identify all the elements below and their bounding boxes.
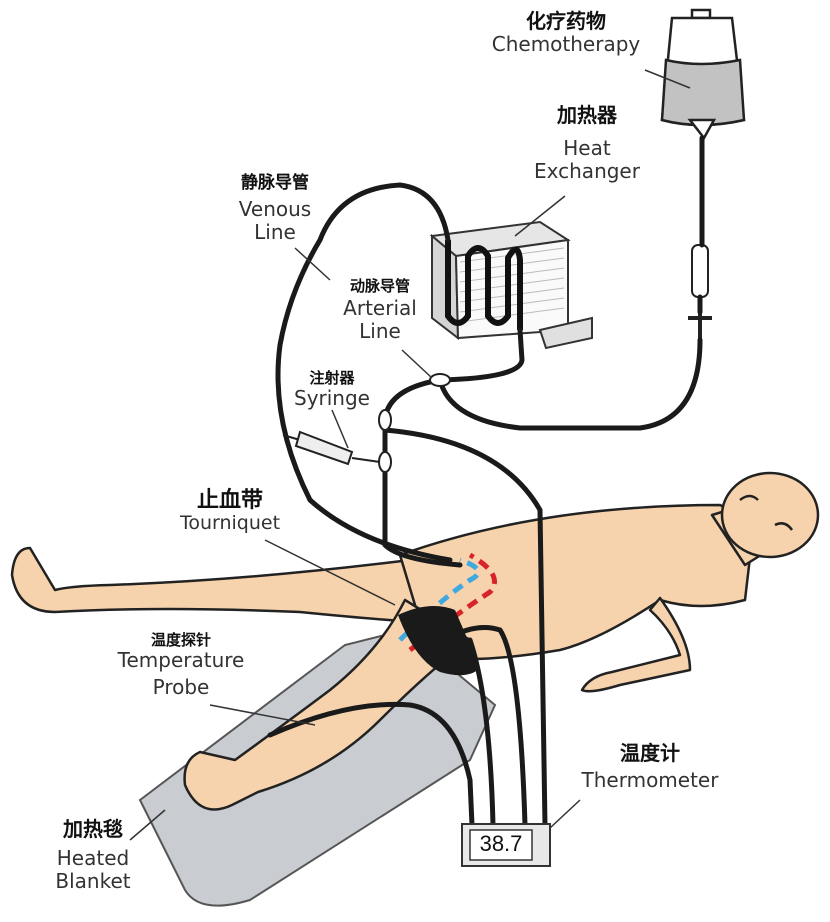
tube-connector xyxy=(378,409,392,431)
label-syringe-en: Syringe xyxy=(294,386,370,411)
thermometer-display xyxy=(469,829,533,861)
label-arterial-line-en1: Arterial xyxy=(343,296,417,321)
label-venous-line-zh: 静脉导管 xyxy=(241,173,309,193)
tube-connector xyxy=(378,451,392,473)
label-heat-exchanger: 加热器 Heat Exchanger xyxy=(522,104,652,183)
label-heat-exchanger-zh: 加热器 xyxy=(557,103,617,127)
label-heated-blanket-en2: Blanket xyxy=(55,869,131,893)
label-tourniquet-zh: 止血带 xyxy=(196,488,263,513)
patient-body xyxy=(10,471,820,811)
artery-red xyxy=(408,552,497,652)
label-arterial-line-zh: 动脉导管 xyxy=(349,277,410,295)
thermometer-reading: 38.7 xyxy=(479,831,523,856)
drip-clamp xyxy=(688,312,712,340)
label-heated-blanket-zh: 加热毯 xyxy=(63,817,123,841)
tube-connector xyxy=(429,373,451,387)
label-temperature-probe-zh: 温度探针 xyxy=(150,631,211,649)
tourniquet-band xyxy=(398,606,480,676)
label-arterial-line-en2: Line xyxy=(359,319,401,344)
label-temperature-probe-en1: Temperature xyxy=(117,648,245,673)
chemotherapy-bag xyxy=(660,8,746,141)
label-heated-blanket-en1: Heated xyxy=(56,846,130,870)
label-thermometer-zh: 温度计 xyxy=(620,741,680,765)
tubing xyxy=(267,135,705,828)
heat-exchanger xyxy=(429,220,593,350)
label-chemotherapy-en: Chemotherapy xyxy=(491,32,641,56)
drip-chamber xyxy=(691,244,709,298)
label-syringe: 注射器 Syringe xyxy=(282,369,382,411)
syringe xyxy=(282,430,381,466)
label-chemotherapy-zh: 化疗药物 xyxy=(526,9,606,33)
label-temperature-probe-en2: Probe xyxy=(152,675,210,700)
leader-lines xyxy=(129,69,691,841)
label-tourniquet: 止血带 Tourniquet xyxy=(160,488,300,535)
label-tourniquet-en: Tourniquet xyxy=(179,512,281,535)
label-venous-line-en2: Line xyxy=(254,219,296,244)
label-temperature-probe: 温度探针 Temperature Probe xyxy=(106,631,256,700)
label-heat-exchanger-en2: Exchanger xyxy=(534,159,640,183)
label-thermometer: 温度计 Thermometer xyxy=(570,742,730,792)
label-syringe-zh: 注射器 xyxy=(309,369,355,387)
label-chemotherapy: 化疗药物 Chemotherapy xyxy=(486,10,646,56)
label-thermometer-en: Thermometer xyxy=(581,768,719,792)
label-venous-line: 静脉导管 Venous Line xyxy=(215,173,335,244)
heat-exchanger-coil xyxy=(445,240,523,330)
label-venous-line-en1: Venous xyxy=(238,196,312,221)
label-arterial-line: 动脉导管 Arterial Line xyxy=(330,277,430,344)
label-heat-exchanger-en1: Heat xyxy=(563,136,611,160)
label-heated-blanket: 加热毯 Heated Blanket xyxy=(38,818,148,893)
